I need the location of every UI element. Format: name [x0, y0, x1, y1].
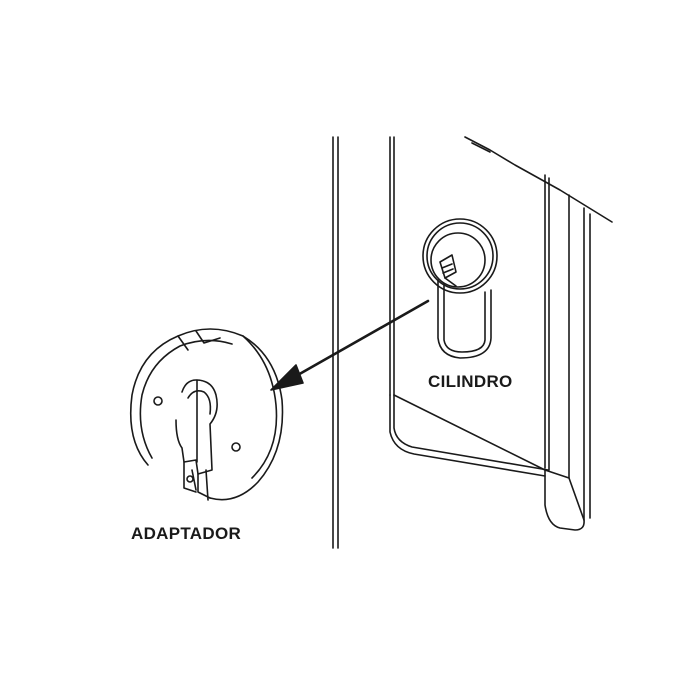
door-frame-edge — [332, 136, 339, 549]
adapter-label: ADAPTADOR — [131, 524, 242, 543]
lock-plate — [389, 136, 591, 531]
adapter-shape — [129, 328, 284, 501]
cylinder-label: CILINDRO — [428, 372, 513, 391]
direction-arrow — [270, 299, 430, 391]
cylinder-shape — [422, 218, 498, 359]
housing-top-edge — [464, 136, 613, 223]
